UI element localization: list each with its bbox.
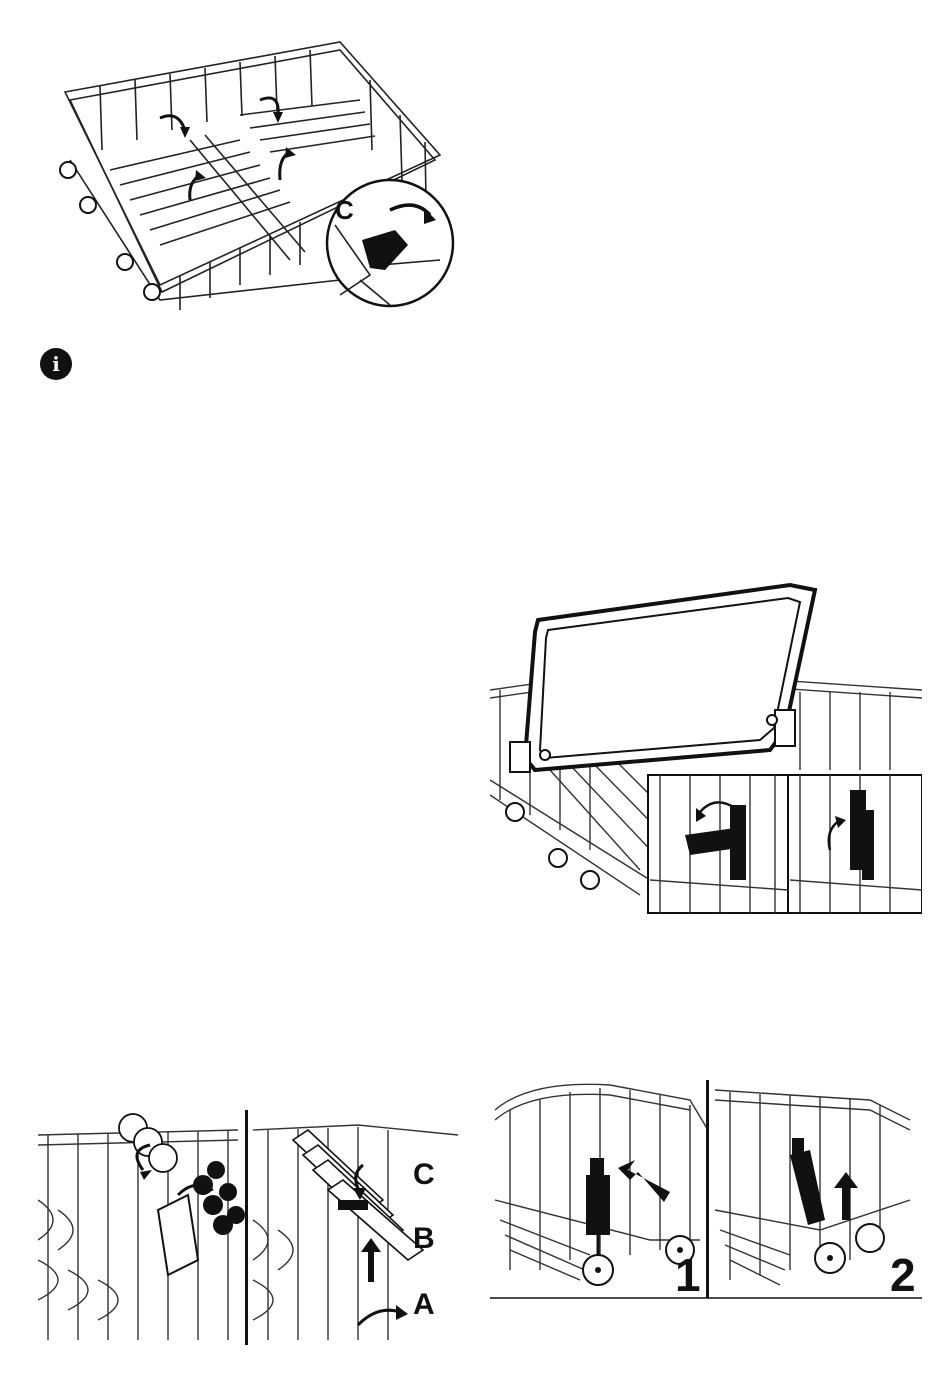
label-c: C — [413, 1158, 435, 1192]
rack-frame-drawing — [490, 580, 922, 915]
label-b: B — [413, 1222, 435, 1256]
figure-rack-height-adjust: 1 2 — [490, 1080, 922, 1302]
label-a: A — [413, 1288, 435, 1322]
cup-shelf-drawing — [38, 1100, 463, 1345]
info-icon-glyph: i — [52, 354, 60, 374]
label-1: 1 — [675, 1248, 701, 1302]
rack-drawing — [40, 30, 465, 320]
figure-rack-frame-insets — [490, 580, 922, 915]
inset-label-c: C — [335, 195, 354, 226]
figure-rack-folding-tines: C — [40, 30, 465, 320]
rack-height-drawing — [490, 1080, 922, 1302]
label-2: 2 — [890, 1248, 916, 1302]
figure-cup-shelf: C B A — [38, 1100, 463, 1345]
info-icon: i — [40, 348, 72, 380]
